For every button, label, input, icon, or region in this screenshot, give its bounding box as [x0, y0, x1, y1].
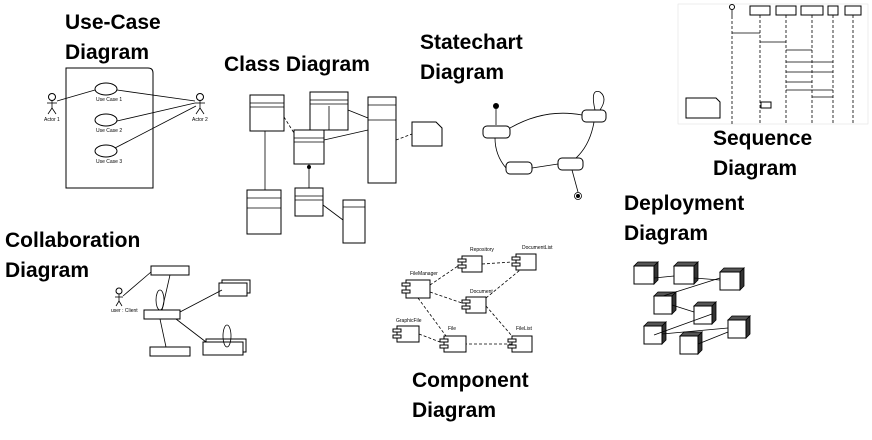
actor-2-label: Actor 2 [192, 117, 208, 123]
class-diagram-title: Class Diagram [224, 50, 370, 80]
deployment-node-5 [693, 301, 717, 325]
deployment-node-6 [643, 321, 667, 345]
state-3 [505, 161, 533, 175]
class-box-1 [249, 94, 285, 132]
state-2 [581, 109, 607, 123]
statechart-title-line2: Diagram [420, 61, 505, 84]
usecase-diagram-title: Use-Case Diagram [65, 8, 161, 68]
collab-actor-figure [115, 287, 123, 307]
component-label-filelist: FileList [516, 326, 532, 332]
component-label-graphicfile: GraphicFile [396, 318, 422, 324]
collaboration-diagram: user : Client [111, 265, 251, 357]
state-1 [482, 125, 511, 139]
use-case-1-ellipse [94, 82, 118, 96]
class-title-line1: Class Diagram [224, 53, 370, 76]
collaboration-title-line2: Diagram [5, 259, 90, 282]
component-diagram-title: Component Diagram [412, 366, 529, 426]
component-label-file: File [448, 326, 456, 332]
class-box-3 [367, 96, 397, 184]
component-title-line1: Component [412, 369, 529, 392]
component-graphicfile [392, 325, 420, 343]
deployment-node-8 [679, 331, 703, 355]
deployment-node-7 [727, 315, 751, 339]
component-repository [457, 255, 483, 273]
class-box-5 [246, 189, 282, 235]
use-case-3-label: Use Case 3 [96, 159, 122, 165]
sequence-diagram [677, 3, 869, 125]
class-box-6 [294, 187, 324, 217]
component-title-line2: Diagram [412, 399, 497, 422]
use-case-1-label: Use Case 1 [96, 97, 122, 103]
usecase-system-boundary [65, 67, 154, 189]
deployment-node-2 [673, 261, 699, 285]
deployment-title-line1: Deployment [624, 192, 745, 215]
component-document [461, 296, 487, 314]
deployment-node-3 [719, 267, 745, 291]
statechart-diagram-title: Statechart Diagram [420, 28, 523, 88]
usecase-diagram: Actor 1 Actor 2 Use Case 1 Use Case 2 Us… [44, 67, 208, 189]
actor-1-figure [47, 93, 57, 115]
deployment-diagram [633, 261, 751, 355]
collab-actor-label: user : Client [111, 308, 138, 314]
component-label-filemanager: FileManager [410, 271, 438, 277]
usecase-title-line1: Use-Case [65, 11, 161, 34]
sequence-title-line1: Sequence [713, 127, 813, 150]
deployment-diagram-title: Deployment Diagram [624, 189, 744, 249]
use-case-2-label: Use Case 2 [96, 128, 122, 134]
collaboration-title-line1: Collaboration [5, 229, 141, 252]
component-label-documentlist: DocumentList [522, 245, 553, 251]
statechart-diagram [482, 91, 607, 200]
deployment-node-4 [653, 291, 677, 315]
class-diagram [246, 91, 443, 244]
sequence-diagram-title: Sequence Diagram [713, 124, 812, 184]
initial-state [493, 103, 499, 109]
component-label-repository: Repository [470, 247, 494, 253]
collab-object-1 [150, 265, 190, 276]
usecase-title-line2: Diagram [65, 41, 150, 64]
component-filemanager [401, 279, 431, 299]
class-box-4 [293, 129, 325, 165]
use-case-3-ellipse [94, 144, 118, 158]
deployment-title-line2: Diagram [624, 222, 709, 245]
component-diagram: Repository DocumentList FileManager Docu… [392, 245, 553, 353]
collab-object-2 [143, 309, 181, 320]
component-label-document: Document [470, 289, 493, 295]
component-documentlist [511, 253, 537, 271]
collaboration-diagram-title: Collaboration Diagram [5, 226, 140, 286]
actor-1-label: Actor 1 [44, 117, 60, 123]
class-note [411, 121, 443, 147]
component-file [439, 335, 467, 353]
state-4 [557, 157, 584, 171]
statechart-title-line1: Statechart [420, 31, 523, 54]
actor-2-figure [195, 93, 205, 115]
deployment-node-1 [633, 261, 659, 285]
use-case-2-ellipse [94, 113, 118, 127]
collab-object-5 [149, 346, 191, 357]
sequence-title-line2: Diagram [713, 157, 798, 180]
class-box-7 [342, 199, 366, 244]
